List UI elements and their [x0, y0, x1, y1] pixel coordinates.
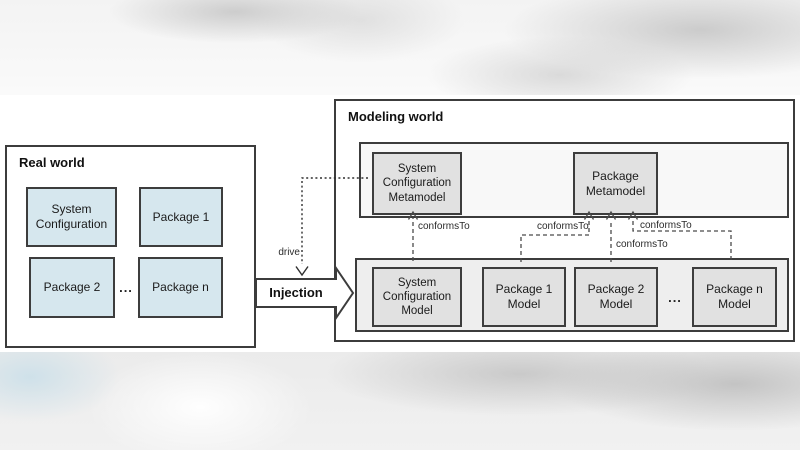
package-2-label: Package 2	[43, 280, 101, 295]
package-n-model-box: Package n Model	[692, 267, 777, 327]
package-n-box: Package n	[138, 257, 223, 318]
system-configuration-model-label: System Configuration Model	[382, 276, 452, 317]
conforms-to-label-2: conformsTo	[537, 221, 589, 232]
background-blur-bottom	[0, 352, 800, 450]
real-world-title: Real world	[19, 155, 85, 170]
conforms-to-label-1: conformsTo	[418, 221, 470, 232]
package-n-label: Package n	[152, 280, 209, 295]
metamodel-layer: System Configuration Metamodel Package M…	[359, 142, 789, 218]
injection-label: Injection	[269, 285, 323, 300]
system-configuration-label: System Configuration	[35, 202, 108, 231]
real-world-panel: Real world System Configuration Package …	[5, 145, 256, 348]
system-configuration-box: System Configuration	[26, 187, 117, 247]
package-n-model-label: Package n Model	[706, 282, 763, 311]
package-2-model-label: Package 2 Model	[587, 282, 645, 311]
conforms-to-label-4: conformsTo	[640, 220, 692, 231]
model-layer: System Configuration Model Package 1 Mod…	[355, 258, 789, 332]
package-1-model-label: Package 1 Model	[495, 282, 553, 311]
package-1-label: Package 1	[152, 209, 210, 224]
drive-label: drive	[278, 247, 300, 258]
system-configuration-model-box: System Configuration Model	[372, 267, 462, 327]
conforms-to-label-3: conformsTo	[616, 239, 668, 250]
background-blur-top	[0, 0, 800, 95]
package-metamodel-label: Package Metamodel	[585, 168, 646, 198]
package-1-model-box: Package 1 Model	[482, 267, 566, 327]
package-2-box: Package 2	[29, 257, 115, 318]
package-metamodel-box: Package Metamodel	[573, 152, 658, 215]
modeling-world-title: Modeling world	[348, 109, 444, 124]
package-1-box: Package 1	[139, 187, 223, 247]
model-layer-ellipsis: ...	[668, 289, 682, 305]
real-world-ellipsis: ...	[119, 280, 133, 295]
system-configuration-metamodel-label: System Configuration Metamodel	[382, 163, 452, 204]
package-2-model-box: Package 2 Model	[574, 267, 658, 327]
system-configuration-metamodel-box: System Configuration Metamodel	[372, 152, 462, 215]
